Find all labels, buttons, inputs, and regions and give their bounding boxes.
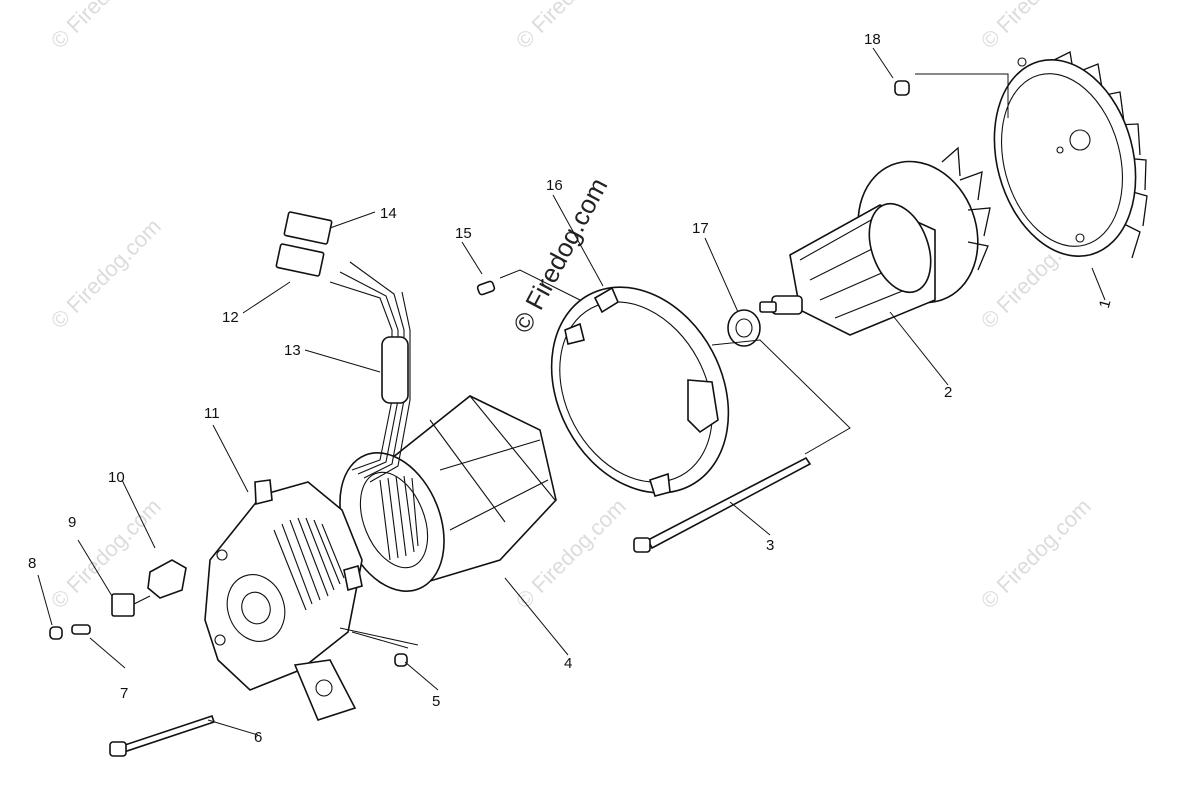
- part-17-bearing: [727, 309, 761, 347]
- watermark-faint: © Firedog.com: [46, 214, 166, 334]
- callout-8: 8: [28, 555, 36, 572]
- callout-17: 17: [692, 220, 709, 237]
- watermark-faint: © Firedog.com: [976, 494, 1096, 614]
- part-2-rotor: [759, 146, 991, 336]
- part-1-rear-housing: [993, 51, 1148, 259]
- callout-13: 13: [284, 342, 301, 359]
- watermark-faint: © Firedog.com: [46, 494, 166, 614]
- callout-10: 10: [108, 469, 125, 486]
- part-12-connector: [275, 243, 325, 277]
- callout-11: 11: [204, 405, 220, 422]
- part-8-screw: [49, 626, 63, 640]
- callout-15: 15: [455, 225, 472, 242]
- callout-7: 7: [120, 685, 128, 702]
- callout-3: 3: [766, 537, 774, 554]
- part-5-screw: [394, 653, 408, 667]
- callout-4: 4: [564, 655, 572, 672]
- part-4-stator: [339, 395, 557, 592]
- part-13-harness: [329, 261, 411, 483]
- callout-5: 5: [432, 693, 440, 710]
- callout-9: 9: [68, 514, 76, 531]
- callout-18: 18: [864, 31, 881, 48]
- part-6-through-bolt: [109, 714, 216, 757]
- part-16-bracket: [550, 286, 730, 497]
- part-3-through-bolt: [633, 456, 812, 553]
- background-watermarks: © Firedog.com © Firedog.com © Firedog.co…: [46, 0, 1096, 614]
- callout-14: 14: [380, 205, 397, 222]
- part-9-terminal: [111, 593, 151, 617]
- callout-6: 6: [254, 729, 262, 746]
- callout-labels: 1 2 3 4 5 6 7 8 9 10 11 12 13 14 15 16 1…: [28, 31, 1115, 746]
- part-18-screw: [894, 73, 1009, 118]
- part-11-end-bell: [204, 479, 363, 721]
- callout-12: 12: [222, 309, 239, 326]
- watermark-faint: © Firedog.com: [976, 0, 1096, 54]
- watermark-faint: © Firedog.com: [46, 0, 166, 54]
- watermark-faint: © Firedog.com: [511, 0, 631, 54]
- callout-2: 2: [944, 384, 952, 401]
- part-15-screw: [476, 269, 581, 301]
- part-14-connector: [283, 211, 333, 245]
- leader-lines: [37, 47, 1106, 736]
- callout-16: 16: [546, 177, 563, 194]
- part-7-screw: [71, 624, 91, 635]
- part-10-brush-holder: [147, 559, 187, 599]
